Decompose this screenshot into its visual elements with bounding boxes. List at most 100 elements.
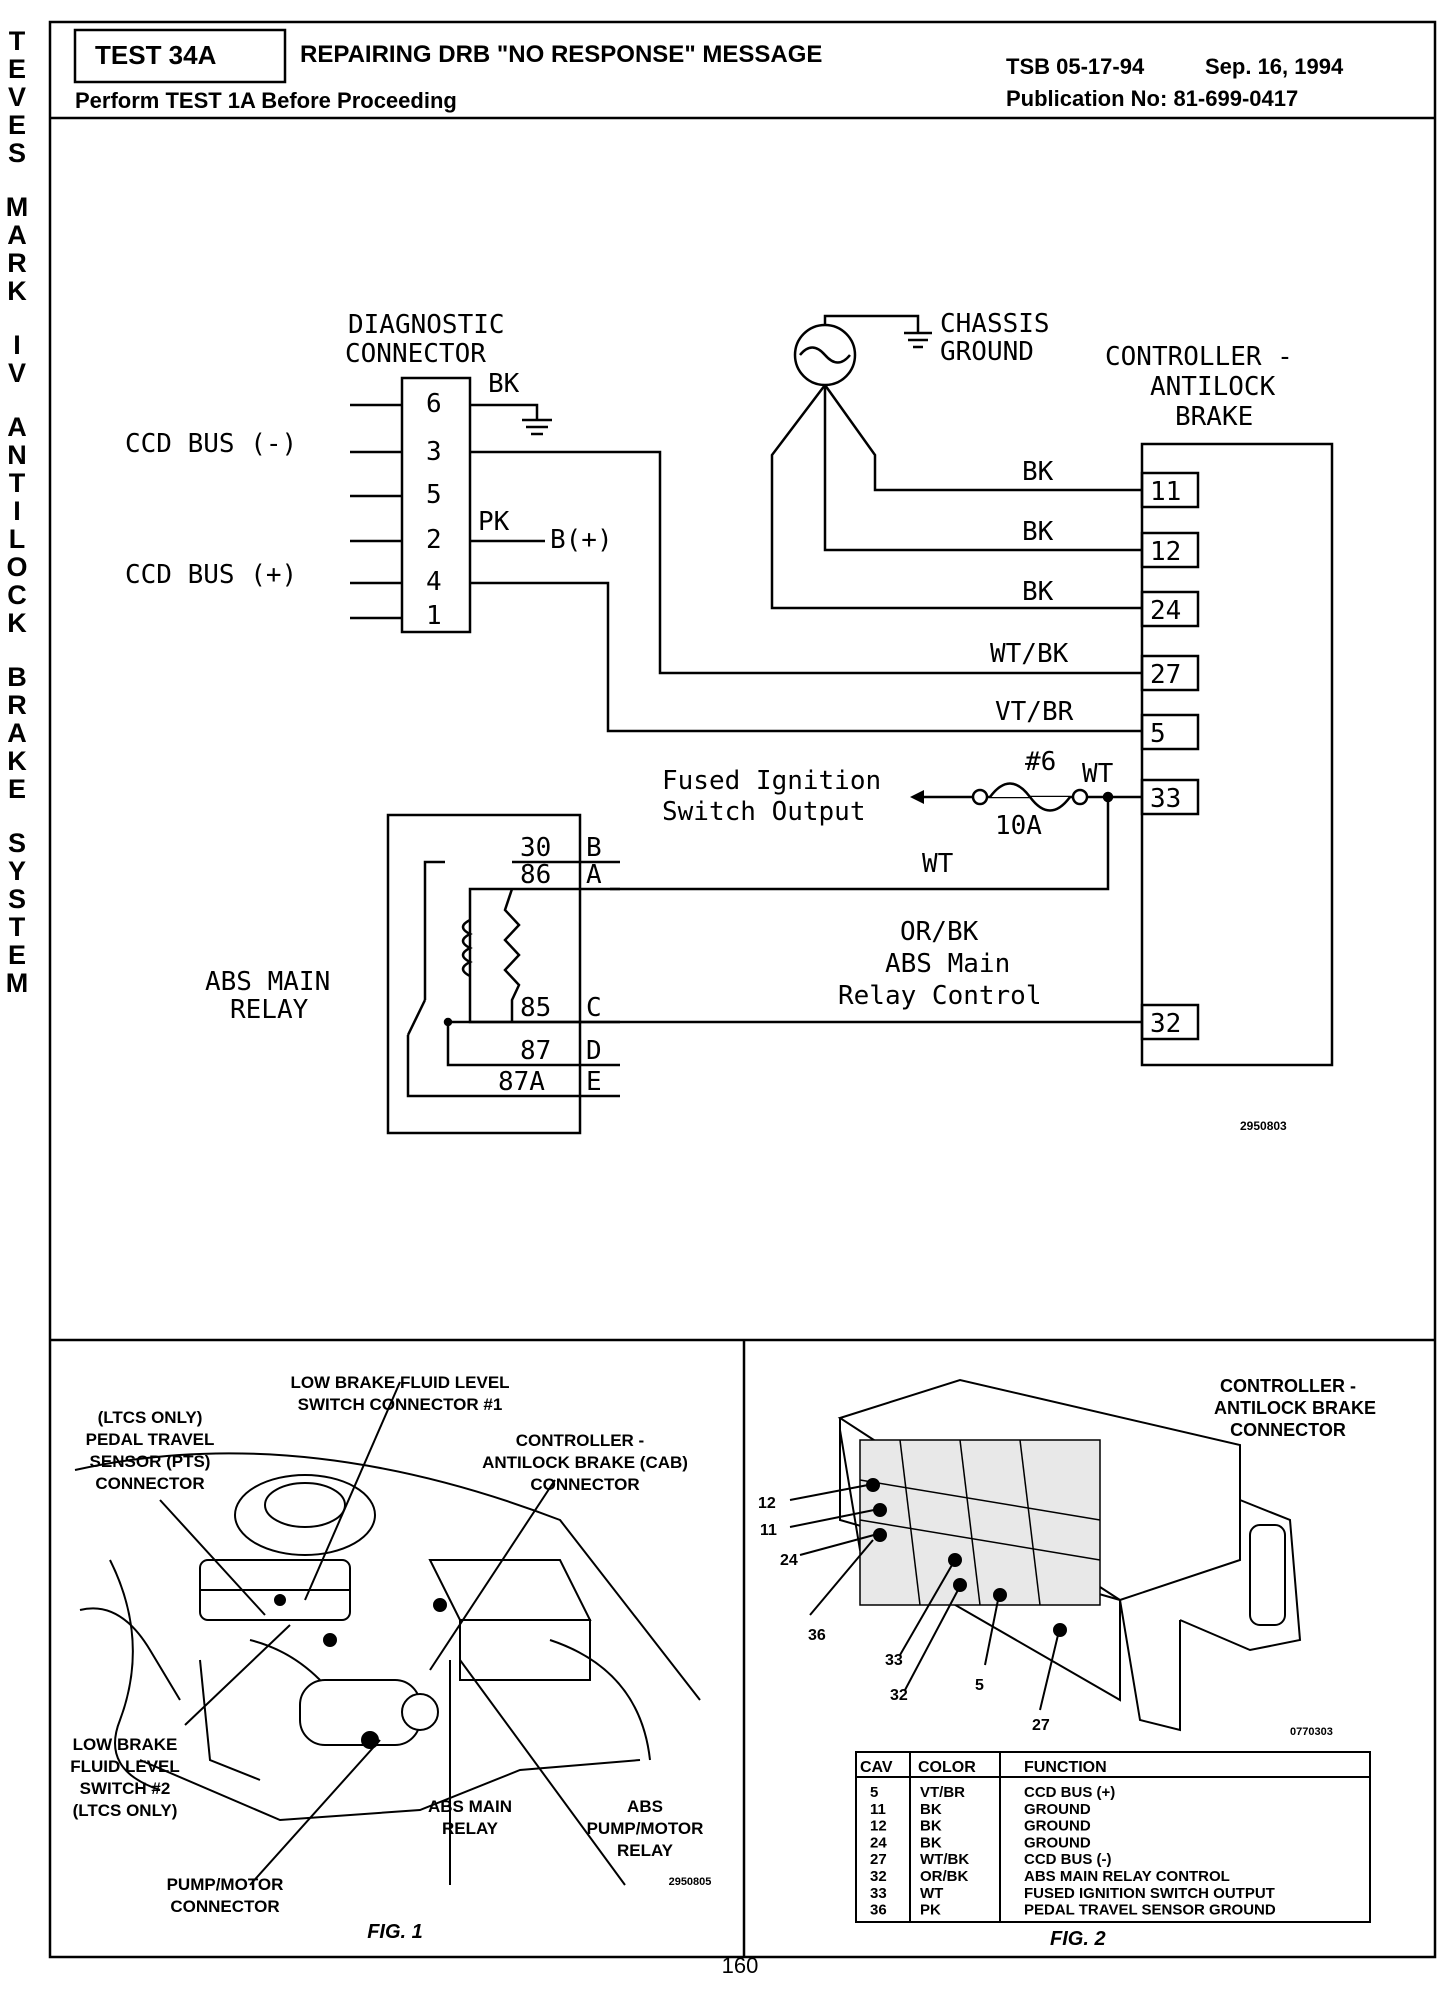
table-cell-function: FUSED IGNITION SWITCH OUTPUT bbox=[1024, 1885, 1275, 1902]
table-cell-function: GROUND bbox=[1024, 1818, 1091, 1835]
svg-text:ANTILOCK BRAKE (CAB): ANTILOCK BRAKE (CAB) bbox=[482, 1453, 688, 1472]
side-title-letter: T bbox=[8, 912, 26, 942]
side-title-letter: E bbox=[7, 940, 26, 970]
fig2-caption: FIG. 2 bbox=[1050, 1928, 1106, 1950]
relay-terminal-number: 87A bbox=[498, 1067, 545, 1097]
ccd-bus-plus: CCD BUS (+) bbox=[125, 560, 297, 590]
wire-color-label: BK bbox=[1022, 457, 1054, 487]
side-title-letter: R bbox=[7, 248, 27, 278]
diag-pin-label: 1 bbox=[426, 601, 442, 631]
fig2-labels: CONTROLLER - ANTILOCK BRAKE CONNECTOR 12… bbox=[758, 1376, 1376, 1738]
relay-terminal-letter: B bbox=[586, 833, 602, 863]
table-cell-cav: 12 bbox=[870, 1818, 887, 1835]
wire-color-label: WT/BK bbox=[990, 639, 1069, 669]
pin-5 bbox=[1140, 713, 1200, 751]
controller-pin-12: 12 bbox=[1150, 537, 1181, 567]
table-cell-function: GROUND bbox=[1024, 1801, 1091, 1818]
table-cell-color: WT/BK bbox=[920, 1851, 969, 1868]
cavity-callout-12: 12 bbox=[758, 1495, 776, 1512]
controller-pin-33: 33 bbox=[1150, 784, 1181, 814]
svg-text:PK: PK bbox=[478, 507, 510, 537]
svg-text:Switch Output: Switch Output bbox=[662, 797, 866, 827]
svg-text:Relay Control: Relay Control bbox=[838, 981, 1042, 1011]
svg-text:WT: WT bbox=[922, 849, 954, 879]
svg-text:RELAY: RELAY bbox=[442, 1819, 499, 1838]
table-cell-color: PK bbox=[920, 1902, 941, 1919]
svg-text:CONTROLLER -: CONTROLLER - bbox=[1220, 1376, 1356, 1396]
side-title-letter: Y bbox=[7, 856, 26, 886]
svg-text:SENSOR (PTS): SENSOR (PTS) bbox=[90, 1452, 211, 1471]
cavity-callout-33: 33 bbox=[885, 1652, 903, 1669]
cavity-callout-27: 27 bbox=[1032, 1717, 1050, 1734]
side-title-letter: S bbox=[7, 884, 26, 914]
diag-pin-label: 5 bbox=[426, 480, 442, 510]
fig1-engine-bay-illustration bbox=[74, 1381, 701, 1886]
svg-text:CONNECTOR: CONNECTOR bbox=[530, 1475, 639, 1494]
svg-text:B(+): B(+) bbox=[550, 525, 613, 555]
side-title-letter: E bbox=[7, 774, 26, 804]
svg-text:CONTROLLER -: CONTROLLER - bbox=[1105, 342, 1293, 372]
svg-text:ANTILOCK BRAKE: ANTILOCK BRAKE bbox=[1214, 1398, 1376, 1418]
svg-text:#6: #6 bbox=[1025, 747, 1056, 777]
relay-terminal-letter: D bbox=[586, 1036, 602, 1066]
svg-text:PEDAL TRAVEL: PEDAL TRAVEL bbox=[86, 1430, 215, 1449]
table-cell-cav: 24 bbox=[870, 1834, 887, 1851]
fig2-code: 0770303 bbox=[1290, 1726, 1333, 1738]
side-title-letter: V bbox=[7, 358, 26, 388]
side-title-letter: K bbox=[7, 608, 27, 638]
relay-terminal-number: 87 bbox=[520, 1036, 551, 1066]
side-title-letter: S bbox=[7, 828, 26, 858]
fig1-code: 2950805 bbox=[669, 1876, 712, 1888]
side-title-letter: K bbox=[7, 746, 27, 776]
side-title-letter: C bbox=[7, 580, 27, 610]
relay-terminal-letter: E bbox=[586, 1067, 602, 1097]
wire-color-label: WT bbox=[1082, 759, 1114, 789]
table-cell-color: WT bbox=[920, 1885, 943, 1902]
side-title-letter: S bbox=[7, 138, 26, 168]
side-title-letter: V bbox=[7, 82, 26, 112]
svg-text:CONNECTOR: CONNECTOR bbox=[345, 339, 486, 369]
svg-text:DIAGNOSTIC: DIAGNOSTIC bbox=[348, 310, 505, 340]
schematic-figure-code: 2950803 bbox=[1240, 1119, 1287, 1133]
cavity-callout-32: 32 bbox=[890, 1687, 908, 1704]
diag-pin-label: 4 bbox=[426, 567, 442, 597]
side-title-letter: M bbox=[5, 968, 29, 998]
side-title-letter: E bbox=[7, 110, 26, 140]
header: TEST 34A REPAIRING DRB "NO RESPONSE" MES… bbox=[73, 28, 1344, 113]
svg-text:ABS: ABS bbox=[627, 1797, 663, 1816]
svg-text:LOW BRAKE: LOW BRAKE bbox=[73, 1735, 178, 1754]
diagnostic-connector bbox=[350, 376, 472, 634]
fig1-caption: FIG. 1 bbox=[367, 1921, 423, 1943]
svg-text:OR/BK: OR/BK bbox=[900, 917, 979, 947]
table-cell-color: BK bbox=[920, 1818, 942, 1835]
side-title-letter: I bbox=[13, 330, 21, 360]
diag-pin-label: 3 bbox=[426, 437, 442, 467]
svg-text:SWITCH CONNECTOR #1: SWITCH CONNECTOR #1 bbox=[298, 1395, 503, 1414]
svg-text:ABS Main: ABS Main bbox=[885, 949, 1010, 979]
cavity-callout-24: 24 bbox=[780, 1552, 798, 1569]
cavity-callout-5: 5 bbox=[975, 1677, 984, 1694]
svg-text:RELAY: RELAY bbox=[617, 1841, 674, 1860]
side-title-letter: M bbox=[5, 192, 29, 222]
side-title-letter: R bbox=[7, 690, 27, 720]
wire-color-label: VT/BR bbox=[995, 697, 1074, 727]
side-title-letter: B bbox=[7, 662, 27, 692]
svg-text:ABS MAIN: ABS MAIN bbox=[205, 967, 330, 997]
table-header-cav: CAV bbox=[860, 1759, 893, 1776]
tsb-number: TSB 05-17-94 bbox=[1006, 54, 1145, 79]
prerequisite: Perform TEST 1A Before Proceeding bbox=[75, 88, 457, 113]
table-cell-color: BK bbox=[920, 1834, 942, 1851]
fig2-connector-illustration bbox=[789, 1378, 1302, 1732]
side-title-letter: E bbox=[7, 54, 26, 84]
controller-pin-5: 5 bbox=[1150, 719, 1166, 749]
table-cell-function: ABS MAIN RELAY CONTROL bbox=[1024, 1868, 1230, 1885]
svg-text:(LTCS ONLY): (LTCS ONLY) bbox=[98, 1408, 203, 1427]
abs-main-relay bbox=[386, 813, 620, 1135]
publication-number: Publication No: 81-699-0417 bbox=[1006, 86, 1298, 111]
diag-pin-label: 2 bbox=[426, 525, 442, 555]
table-cell-function: PEDAL TRAVEL SENSOR GROUND bbox=[1024, 1902, 1276, 1919]
table-cell-cav: 27 bbox=[870, 1851, 887, 1868]
schematic-labels: DIAGNOSTIC CONNECTOR CCD BUS (-) CCD BUS… bbox=[125, 309, 1293, 1133]
page-number: 160 bbox=[721, 1953, 759, 1978]
